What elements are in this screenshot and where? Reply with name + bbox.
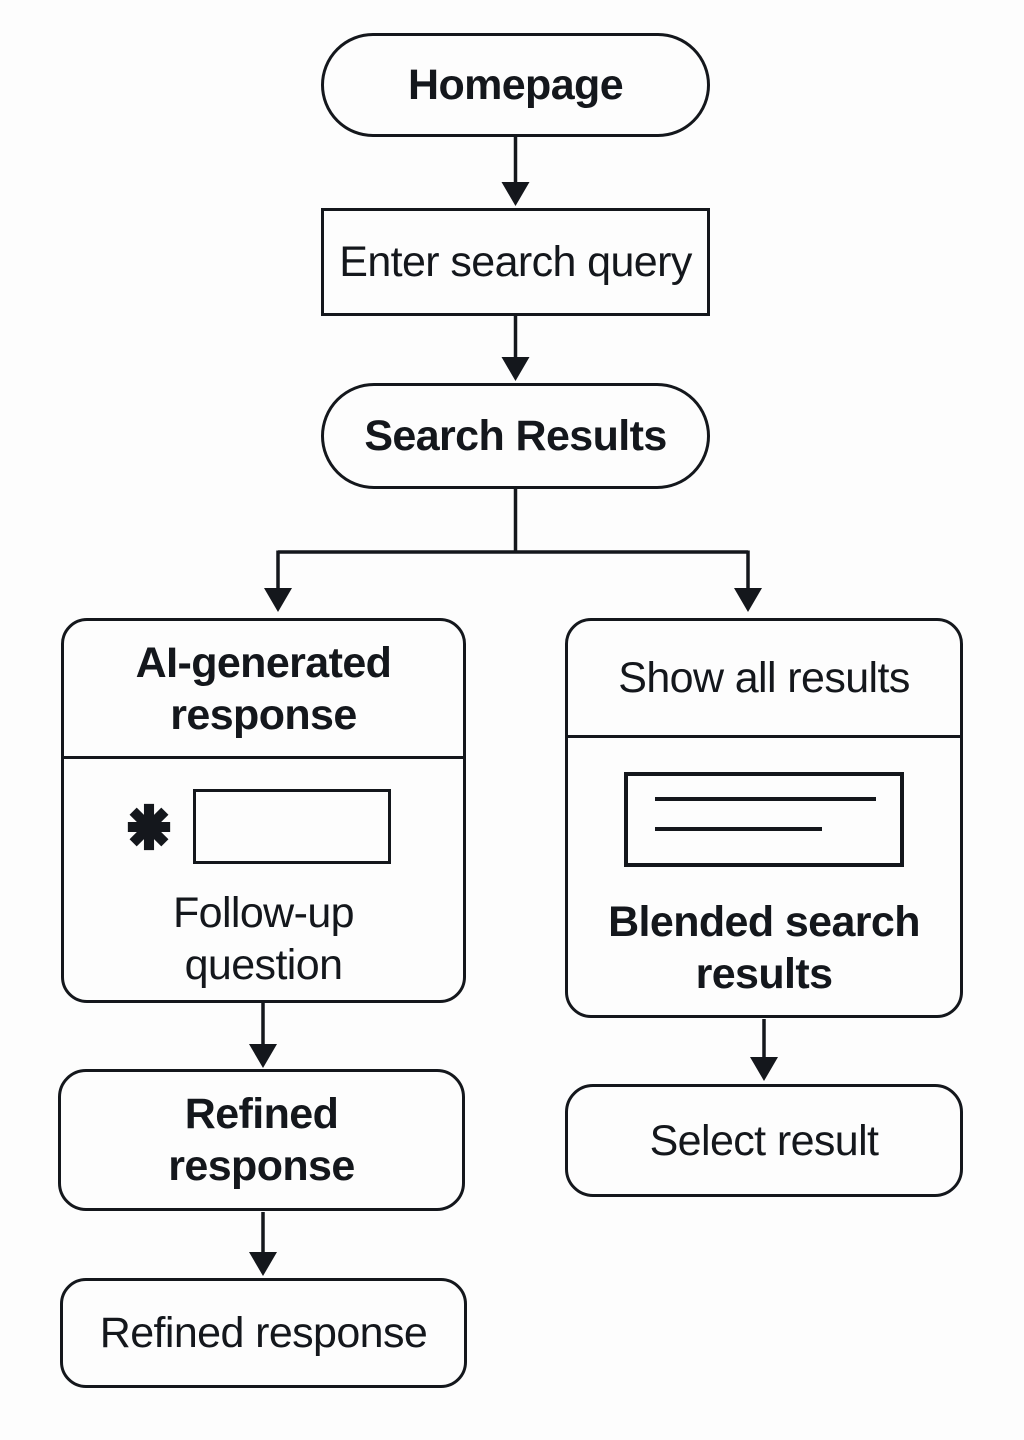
ai-input-row: [124, 789, 391, 864]
node-select-result: Select result: [565, 1084, 963, 1197]
card-ai-generated-response: AI-generated response Follow-up question: [61, 618, 466, 1003]
card-show-body: Blended search results: [568, 738, 960, 1015]
node-refined-response-final: Refined response: [60, 1278, 467, 1388]
node-homepage-label: Homepage: [407, 61, 624, 109]
asterisk-icon: [127, 803, 171, 850]
card-show-title: Show all results: [618, 654, 910, 702]
follow-up-input-box: [193, 789, 391, 864]
card-ai-title: AI-generated response: [135, 638, 392, 739]
card-show-caption: Blended search results: [568, 896, 960, 1000]
card-show-header: Show all results: [568, 621, 960, 738]
node-refined-response-main-label: Refined response: [168, 1090, 355, 1190]
node-search-results-label: Search Results: [364, 412, 667, 460]
node-select-result-label: Select result: [649, 1116, 879, 1165]
card-ai-caption-label: Follow-up question: [172, 889, 355, 989]
card-ai-body: Follow-up question: [64, 759, 463, 1000]
document-lines-icon: [624, 772, 904, 867]
card-ai-header: AI-generated response: [64, 621, 463, 759]
node-refined-response-final-label: Refined response: [99, 1309, 428, 1357]
node-refined-response-main: Refined response: [58, 1069, 465, 1211]
node-enter-search-query-label: Enter search query: [339, 238, 692, 286]
node-enter-search-query: Enter search query: [321, 208, 710, 316]
card-ai-caption: Follow-up question: [64, 887, 463, 991]
node-search-results: Search Results: [321, 383, 710, 489]
card-show-caption-label: Blended search results: [608, 898, 920, 998]
node-homepage: Homepage: [321, 33, 710, 137]
card-show-all-results: Show all results Blended search results: [565, 618, 963, 1018]
